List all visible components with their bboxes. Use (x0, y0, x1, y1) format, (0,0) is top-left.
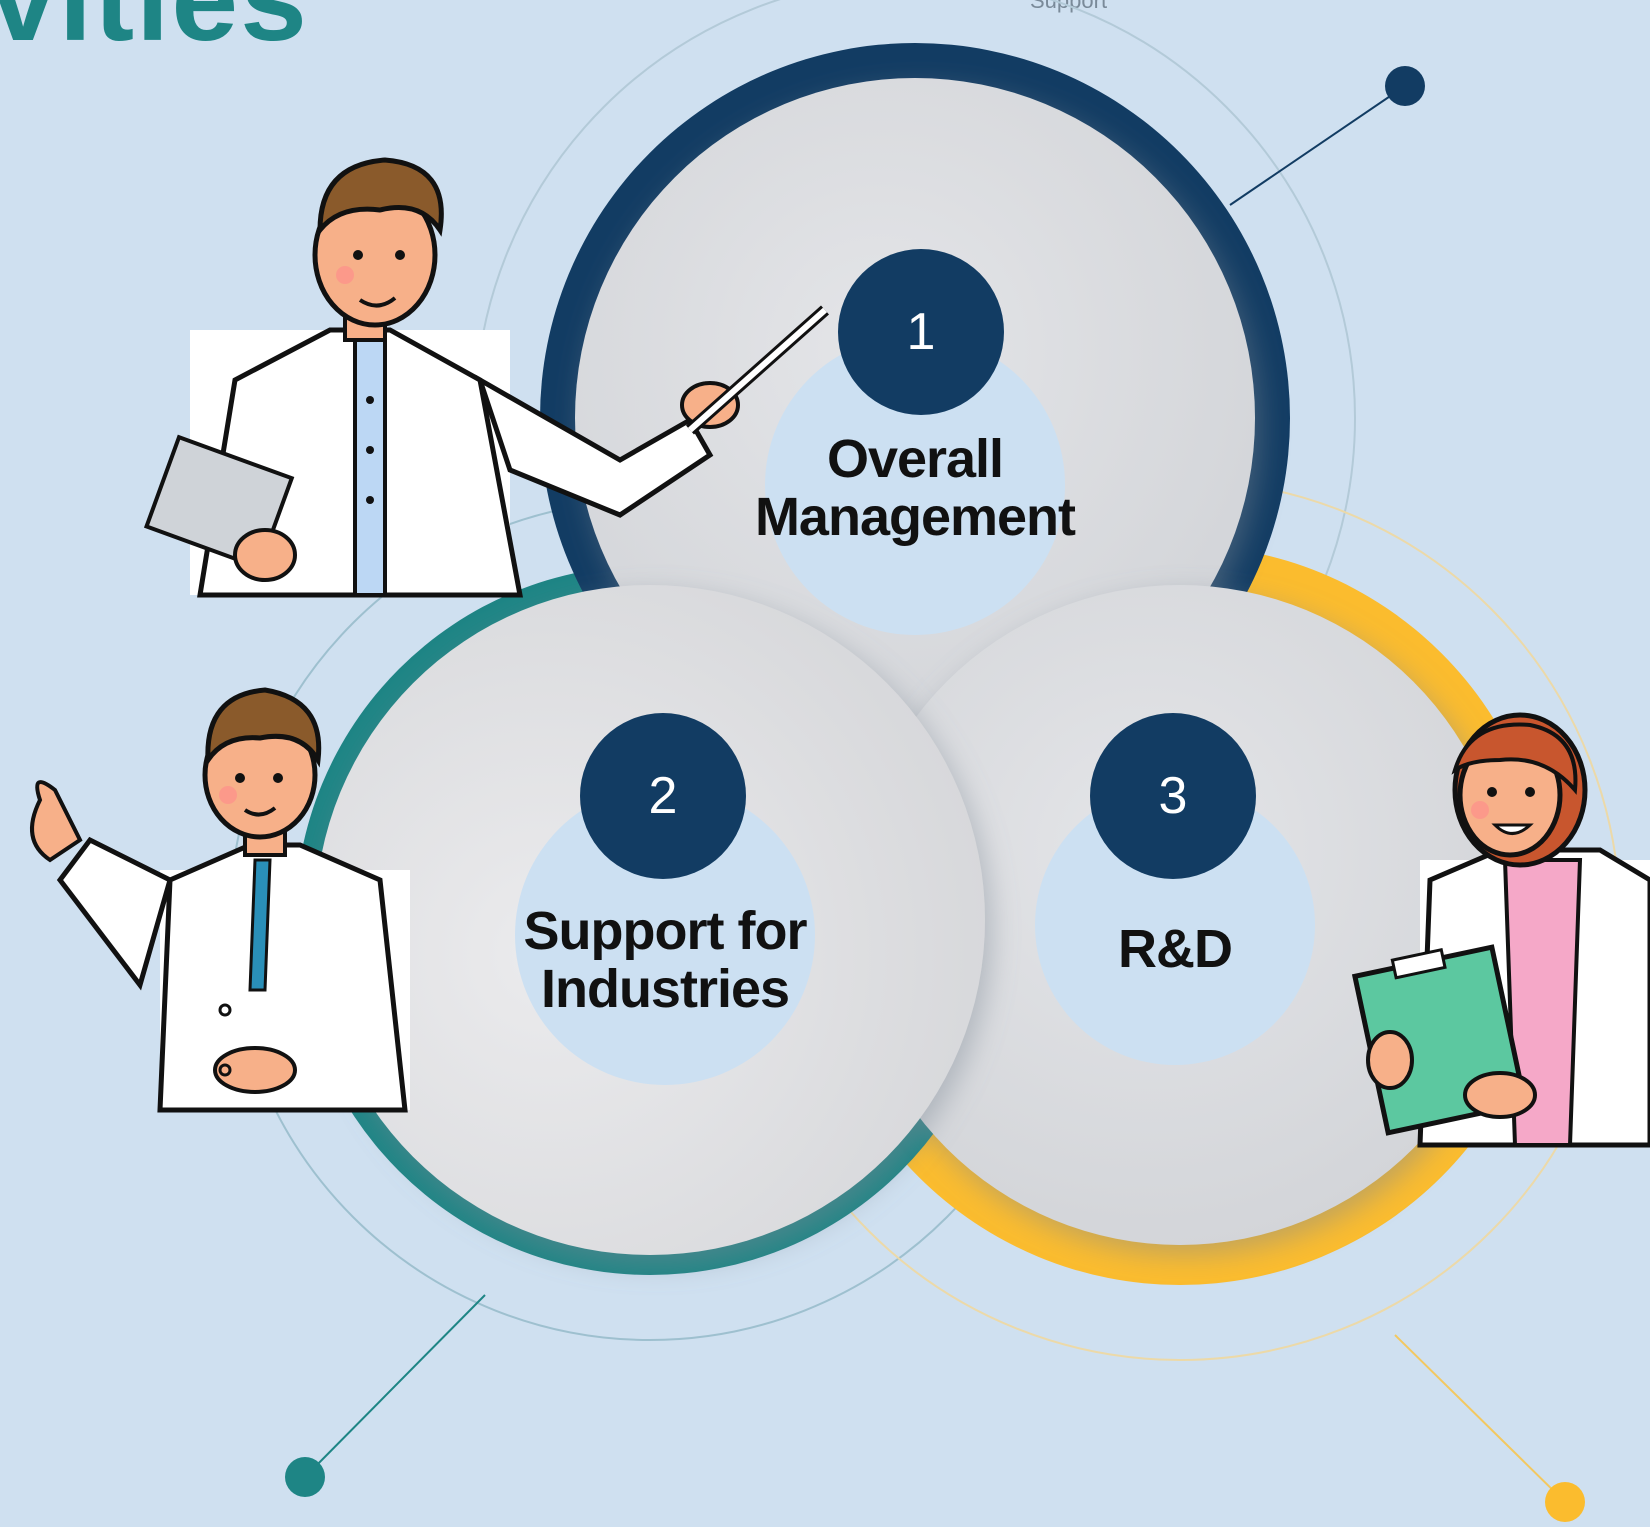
step-label-2-line1: Support for (523, 901, 808, 961)
connector-dot-right (1545, 1482, 1585, 1522)
step-label-2: Support for Industries (465, 902, 865, 1018)
step-label-1-line1: Overall (826, 429, 1004, 489)
step-number-1: 1 (838, 249, 1004, 415)
step-label-3: R&D (1025, 920, 1325, 978)
connector-dot-top (1385, 66, 1425, 106)
step-number-3: 3 (1090, 713, 1256, 879)
page-title: vities (0, 0, 309, 68)
connector-line-right (1394, 1334, 1566, 1503)
scientist-with-clipboard-icon (1351, 712, 1650, 1148)
scientist-with-pointer-icon (143, 157, 829, 598)
inner-circle-3 (1035, 785, 1315, 1065)
connector-dot-left (285, 1457, 325, 1497)
connector-line-top (1229, 85, 1406, 206)
step-label-1: Overall Management (715, 430, 1115, 546)
inner-circle-2 (515, 785, 815, 1085)
step-label-2-line2: Industries (540, 959, 790, 1019)
inner-circle-1 (765, 335, 1065, 635)
step-label-3-line1: R&D (1118, 919, 1233, 979)
connector-line-left (304, 1294, 486, 1478)
step-number-2: 2 (580, 713, 746, 879)
scientist-waving-icon (30, 687, 410, 1113)
step-label-1-line2: Management (754, 487, 1076, 547)
